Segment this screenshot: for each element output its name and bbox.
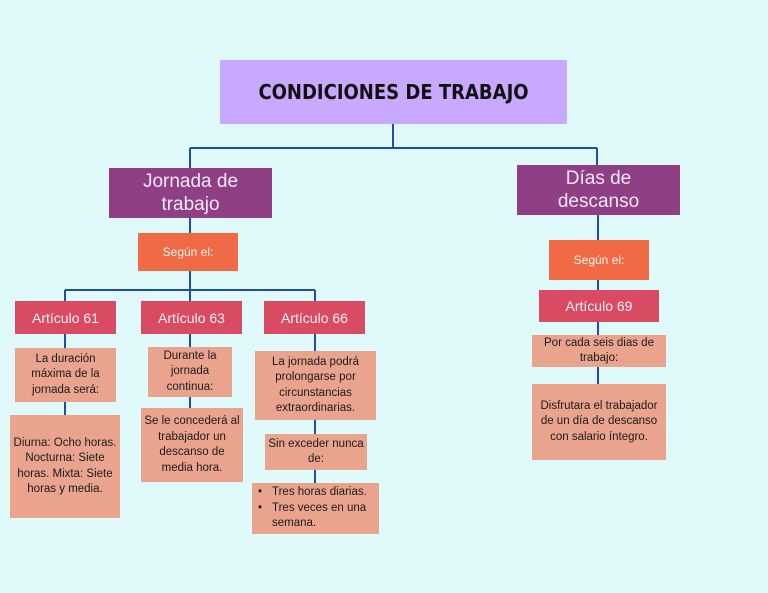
dias-segun-label: Según el:	[573, 253, 625, 267]
article-66-bullets: Tres horas diarias. Tres veces en una se…	[252, 483, 379, 534]
dias-label: Días de descanso	[557, 168, 640, 212]
article-61-note1-text: La duración máxima de la jornada será:	[31, 352, 100, 396]
article-69-label: Artículo 69	[565, 298, 633, 314]
article-61-note2: Diurna: Ocho horas. Nocturna: Siete hora…	[10, 415, 120, 518]
article-63-label: Artículo 63	[158, 309, 225, 326]
article-66-bullet-item: Tres horas diarias.	[258, 485, 375, 501]
article-69-note1: Por cada seis dias de trabajo:	[532, 335, 666, 367]
jornada-segun-node: Según el:	[138, 233, 238, 271]
article-61-label: Artículo 61	[32, 309, 99, 326]
article-69-note1-text: Por cada seis dias de trabajo:	[544, 336, 654, 365]
article-63-node: Artículo 63	[141, 301, 242, 334]
article-61-note2-text: Diurna: Ocho horas. Nocturna: Siete hora…	[13, 436, 117, 496]
article-66-note2-text: Sin exceder nunca de:	[268, 437, 364, 466]
article-63-note1: Durante la jornada continua:	[148, 347, 232, 397]
article-63-note2-text: Se le concederá al trabajador un descans…	[144, 415, 240, 474]
dias-segun-node: Según el:	[549, 240, 649, 280]
article-66-note1: La jornada podrá prolongarse por circuns…	[255, 351, 376, 420]
article-63-note1-text: Durante la jornada continua:	[163, 349, 217, 393]
article-69-node: Artículo 69	[539, 290, 659, 322]
article-66-bullet-list: Tres horas diarias. Tres veces en una se…	[258, 485, 375, 532]
jornada-segun-label: Según el:	[162, 245, 214, 259]
article-66-note1-text: La jornada podrá prolongarse por circuns…	[272, 355, 359, 415]
article-69-note2-text: Disfrutara el trabajador de un día de de…	[540, 399, 658, 443]
article-69-note2: Disfrutara el trabajador de un día de de…	[532, 384, 666, 460]
jornada-label: Jornada de trabajo	[142, 171, 239, 215]
title-text: CONDICIONES DE TRABAJO	[258, 80, 529, 104]
article-63-note2: Se le concederá al trabajador un descans…	[141, 408, 243, 482]
article-61-node: Artículo 61	[15, 301, 116, 334]
article-66-note2: Sin exceder nunca de:	[265, 434, 367, 470]
article-61-note1: La duración máxima de la jornada será:	[15, 348, 116, 402]
article-66-label: Artículo 66	[281, 309, 348, 326]
article-66-node: Artículo 66	[264, 301, 365, 334]
article-66-bullet-item: Tres veces en una semana.	[258, 501, 375, 532]
jornada-node: Jornada de trabajo	[109, 168, 272, 218]
title-node: CONDICIONES DE TRABAJO	[220, 60, 567, 124]
dias-node: Días de descanso	[517, 165, 680, 215]
